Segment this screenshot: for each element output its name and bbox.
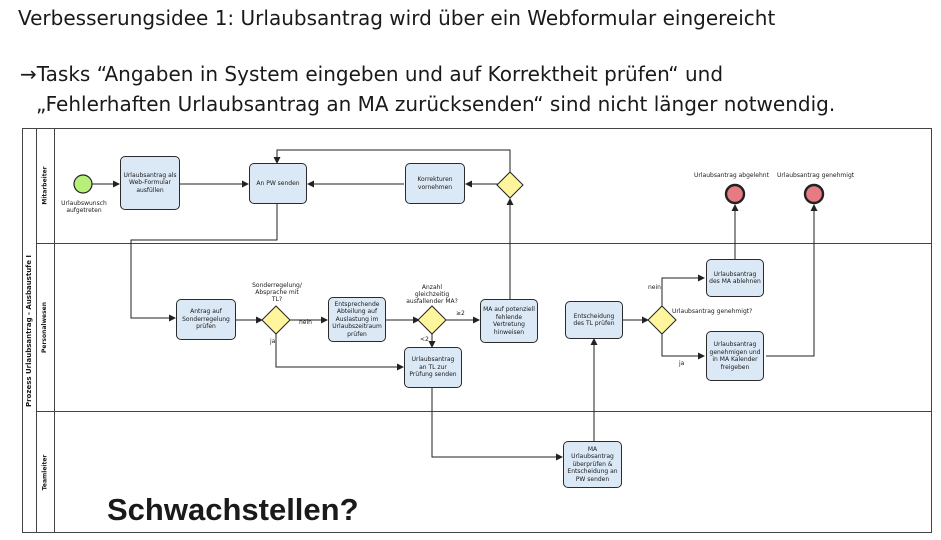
gateway-anzahl-label: Anzahl gleichzeitig ausfallender MA?	[406, 284, 458, 305]
edge-label-nein-1: nein	[299, 319, 312, 326]
task-web-formular[interactable]: Urlaubsantrag als Web-Formular ausfüllen	[120, 156, 180, 210]
gateway-anzahl	[417, 305, 447, 335]
task-vertretung-hinweisen[interactable]: MA auf potenziell fehlende Vertretung hi…	[480, 299, 538, 343]
task-ablehnen[interactable]: Urlaubsantrag des MA ablehnen	[706, 259, 764, 297]
end-event-genehmigt	[803, 183, 825, 205]
task-sonderregelung-pruefen[interactable]: Antrag auf Sonderregelung prüfen	[176, 299, 236, 340]
end-event-abgelehnt	[724, 183, 746, 205]
edge-label-nein-2: nein	[648, 284, 661, 291]
bullet-line-1: →Tasks “Angaben in System eingeben und a…	[20, 62, 724, 86]
gateway-genehmigt	[647, 305, 677, 335]
lane-divider-1	[36, 243, 932, 244]
lane-label-divider	[54, 128, 55, 533]
task-tl-ueberpruefen[interactable]: MA Urlaubsantrag überprüfen & Entscheidu…	[563, 441, 622, 488]
process-pool	[22, 128, 932, 533]
end-event-abgelehnt-label: Urlaubsantrag abgelehnt	[694, 172, 769, 179]
edge-label-ja-2: ja	[679, 360, 685, 367]
gateway-genehmigt-label: Urlaubsantrag genehmigt?	[672, 308, 753, 315]
pool-label-divider	[36, 128, 37, 533]
gateway-sonderregelung-label: Sonderregelung/ Absprache mit TL?	[252, 282, 302, 303]
start-event-label: Urlaubswunsch aufgetreten	[61, 200, 107, 214]
start-event	[73, 174, 93, 194]
weakness-question: Schwachstellen?	[107, 492, 359, 527]
edge-label-ge2: ≥2	[456, 310, 465, 317]
task-an-pw-senden[interactable]: An PW senden	[249, 163, 307, 204]
gateway-top	[496, 171, 524, 199]
task-korrekturen[interactable]: Korrekturen vornehmen	[405, 163, 465, 204]
task-genehmigen[interactable]: Urlaubsantrag genehmigen und in MA Kalen…	[706, 331, 764, 381]
task-an-tl-senden[interactable]: Urlaubsantrag an TL zur Prüfung senden	[404, 347, 462, 388]
edge-label-lt2: <2	[420, 336, 429, 343]
bullet-line-2: „Fehlerhaften Urlaubsantrag an MA zurück…	[36, 92, 836, 116]
task-abteilung-auslastung[interactable]: Entsprechende Abteilung auf Auslastung i…	[328, 297, 386, 342]
task-entscheidung-tl[interactable]: Entscheidung des TL prüfen	[565, 301, 623, 339]
slide-title: Verbesserungsidee 1: Urlaubsantrag wird …	[18, 6, 776, 30]
edge-label-ja-1: ja	[270, 338, 276, 345]
end-event-genehmigt-label: Urlaubsantrag genehmigt	[777, 172, 855, 179]
lane-divider-2	[36, 411, 932, 412]
gateway-sonderregelung	[261, 305, 291, 335]
